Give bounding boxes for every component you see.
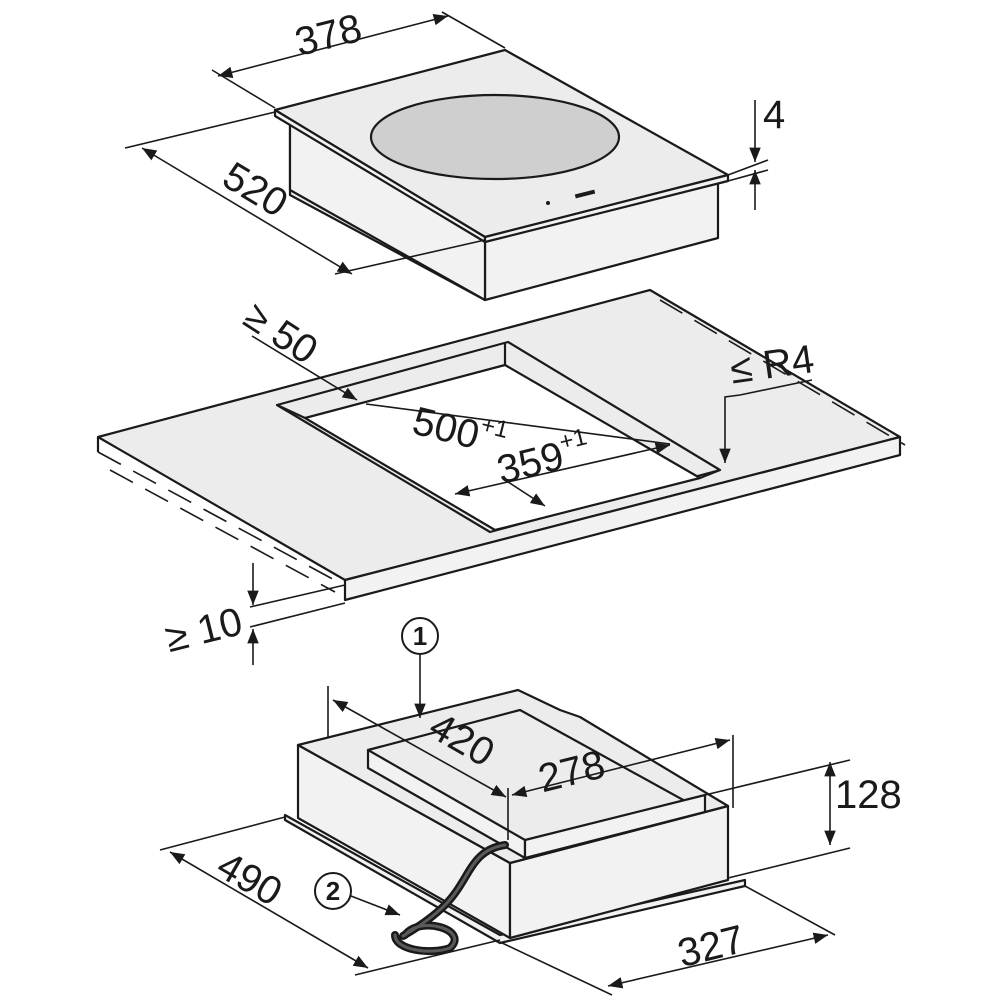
housing [283, 688, 747, 956]
dim-housing-height: 128 [704, 759, 902, 879]
cutout-width-tolerance: +1 [557, 423, 590, 456]
housing-raised-front [523, 793, 707, 860]
hob-width-label: 378 [291, 6, 366, 65]
callout-2: 2 [314, 872, 401, 916]
cutout-margin-label: ≥ 50 [236, 294, 325, 373]
callout-1-label: 1 [413, 621, 427, 651]
housing-width-label: 327 [673, 917, 748, 976]
cooking-zone [369, 93, 621, 181]
hob [273, 48, 730, 302]
worktop [96, 288, 906, 602]
worktop-front-edge [343, 435, 902, 602]
brand-logo-icon [574, 189, 596, 199]
callout-1: 1 [401, 617, 439, 718]
dim-worktop-thickness: ≥ 10 [161, 563, 346, 665]
callout-2-label: 2 [326, 876, 340, 906]
dim-hob-width: 378 [211, 6, 506, 109]
dim-glass-thickness: 4 [727, 93, 785, 210]
cutout-width-label: 359+1 [492, 423, 595, 492]
cutout-depth-tolerance: +1 [478, 411, 511, 444]
worktop-thickness-label: ≥ 10 [161, 600, 247, 661]
glass-thickness-label: 4 [763, 93, 785, 137]
housing-height-label: 128 [835, 773, 902, 817]
hob-depth-label: 520 [215, 154, 295, 226]
control-dot-icon [546, 201, 550, 205]
worktop-dashed-edge [97, 289, 906, 593]
callout-2-circle [314, 872, 352, 910]
dim-cutout-width: 359+1 [492, 423, 595, 507]
frame-depth-label: 490 [210, 843, 290, 914]
